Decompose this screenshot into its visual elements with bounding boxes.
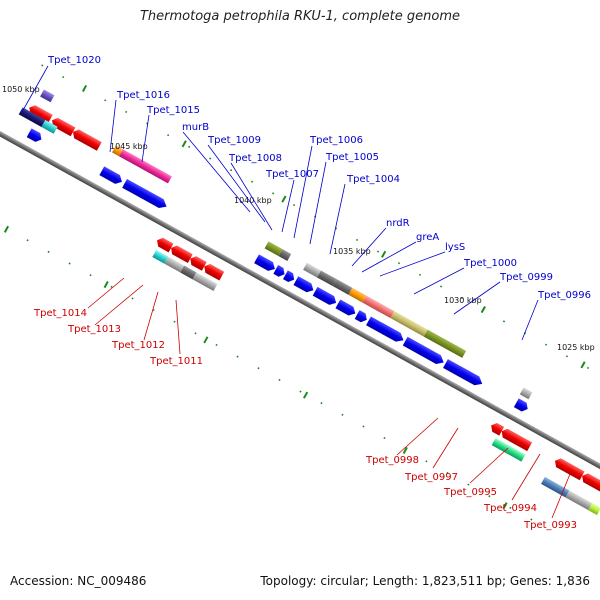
gene-label[interactable]: Tpet_1009: [207, 135, 261, 146]
feature-block[interactable]: [192, 272, 218, 291]
topology-text: Topology: circular; Length: 1,823,511 bp…: [260, 574, 590, 588]
feature-block[interactable]: [152, 250, 169, 264]
gene-label[interactable]: Tpet_1015: [146, 105, 200, 116]
gene-label[interactable]: Tpet_1012: [111, 340, 165, 351]
feature-block[interactable]: [278, 249, 292, 261]
page-title: Thermotoga petrophila RKU-1, complete ge…: [139, 9, 461, 24]
scale-dots-upper: [41, 64, 590, 370]
gene-arrow-reverse[interactable]: [155, 236, 174, 253]
gene-label[interactable]: Tpet_0997: [404, 472, 458, 483]
feature-block[interactable]: [519, 387, 533, 400]
gene-arrow-forward[interactable]: [273, 265, 287, 279]
gene-arrow-reverse[interactable]: [71, 128, 102, 151]
scale-ticks-lower: [3, 225, 508, 510]
gene-arrow-reverse[interactable]: [169, 244, 193, 264]
scale-ticks-upper: [81, 84, 586, 369]
lower-feature-blocks: [152, 250, 600, 515]
kbp-label: 1035 kbp: [333, 247, 371, 256]
feature-block[interactable]: [180, 265, 197, 280]
gene-label[interactable]: Tpet_1014: [33, 308, 87, 319]
feature-block[interactable]: [332, 279, 353, 295]
gene-arrow-forward[interactable]: [443, 359, 485, 388]
gene-arrow-forward[interactable]: [402, 336, 446, 367]
gene-arrow-forward[interactable]: [282, 270, 297, 284]
gene-label[interactable]: Tpet_1011: [149, 356, 203, 367]
gene-label[interactable]: Tpet_0994: [483, 503, 537, 514]
feature-block[interactable]: [565, 490, 593, 511]
accession-text: Accession: NC_009486: [10, 574, 147, 588]
feature-block[interactable]: [390, 311, 428, 337]
kbp-label: 1030 kbp: [444, 296, 482, 305]
gene-label[interactable]: Tpet_0996: [537, 290, 591, 301]
gene-label[interactable]: Tpet_0998: [365, 455, 419, 466]
feature-block[interactable]: [303, 262, 321, 278]
feature-block[interactable]: [317, 270, 337, 287]
feature-block[interactable]: [119, 149, 172, 184]
kbp-label: 1025 kbp: [557, 343, 595, 352]
gene-arrow-forward[interactable]: [354, 310, 369, 324]
kbp-label: 1040 kbp: [234, 196, 272, 205]
gene-label[interactable]: Tpet_1020: [47, 55, 101, 66]
bottom-gene-labels: Tpet_1014 Tpet_1013 Tpet_1012 Tpet_1011 …: [33, 308, 577, 531]
forward-strand-genes: [26, 128, 530, 413]
gene-arrow-reverse[interactable]: [50, 116, 76, 137]
kbp-label: 1050 kbp: [2, 85, 40, 94]
gene-arrow-reverse[interactable]: [202, 262, 225, 281]
feature-block[interactable]: [541, 476, 570, 498]
gene-arrow-forward[interactable]: [513, 398, 530, 413]
gene-label[interactable]: Tpet_1005: [325, 152, 379, 163]
gene-label[interactable]: Tpet_1006: [309, 135, 363, 146]
feature-block[interactable]: [588, 503, 600, 515]
feature-block[interactable]: [41, 119, 58, 134]
gene-arrow-forward[interactable]: [366, 316, 406, 344]
gene-label[interactable]: Tpet_1013: [67, 324, 121, 335]
gene-label[interactable]: Tpet_0999: [499, 272, 553, 283]
gene-label[interactable]: Tpet_1008: [228, 153, 282, 164]
gene-label[interactable]: Tpet_1007: [265, 169, 319, 180]
gene-label[interactable]: greA: [416, 232, 439, 243]
genome-track: [0, 64, 600, 521]
gene-arrow-forward[interactable]: [335, 299, 357, 317]
gene-label[interactable]: nrdR: [386, 218, 410, 229]
feature-block[interactable]: [40, 89, 55, 103]
feature-block[interactable]: [491, 438, 526, 462]
gene-arrow-forward[interactable]: [293, 276, 315, 294]
feature-block[interactable]: [164, 256, 185, 273]
upper-feature-blocks: [18, 89, 533, 400]
kbp-label: 1045 kbp: [110, 142, 148, 151]
gene-arrow-forward[interactable]: [122, 178, 169, 211]
gene-label[interactable]: Tpet_1016: [116, 90, 170, 101]
gene-arrow-reverse[interactable]: [27, 103, 53, 124]
top-leader-lines: [21, 65, 539, 341]
gene-label[interactable]: Tpet_1000: [463, 258, 517, 269]
genome-backbone: [0, 123, 600, 477]
kbp-scale-labels: 1050 kbp 1045 kbp 1040 kbp 1035 kbp 1030…: [2, 85, 595, 352]
bottom-leader-lines: [87, 277, 571, 519]
gene-label[interactable]: Tpet_0993: [523, 520, 577, 531]
reverse-strand-genes: [27, 103, 600, 493]
feature-block[interactable]: [348, 287, 367, 303]
feature-block[interactable]: [423, 329, 467, 358]
gene-arrow-reverse[interactable]: [553, 456, 585, 481]
gene-label[interactable]: lysS: [445, 242, 465, 253]
gene-arrow-forward[interactable]: [26, 128, 44, 144]
feature-block[interactable]: [264, 241, 283, 257]
feature-block[interactable]: [112, 145, 123, 157]
feature-block[interactable]: [18, 107, 46, 127]
gene-arrow-forward[interactable]: [312, 286, 339, 307]
gene-arrow-reverse[interactable]: [489, 421, 505, 436]
gene-arrow-reverse[interactable]: [580, 471, 600, 493]
gene-label[interactable]: Tpet_0995: [443, 487, 497, 498]
gene-label[interactable]: murB: [182, 122, 209, 133]
gene-arrow-reverse[interactable]: [499, 427, 533, 452]
gene-arrow-forward[interactable]: [99, 166, 124, 186]
top-gene-labels: Tpet_1020 Tpet_1016 Tpet_1015 murB Tpet_…: [47, 55, 591, 301]
feature-block[interactable]: [362, 295, 395, 319]
gene-arrow-reverse[interactable]: [188, 254, 207, 271]
gene-label[interactable]: Tpet_1004: [346, 174, 400, 185]
gene-arrow-forward[interactable]: [254, 254, 277, 273]
